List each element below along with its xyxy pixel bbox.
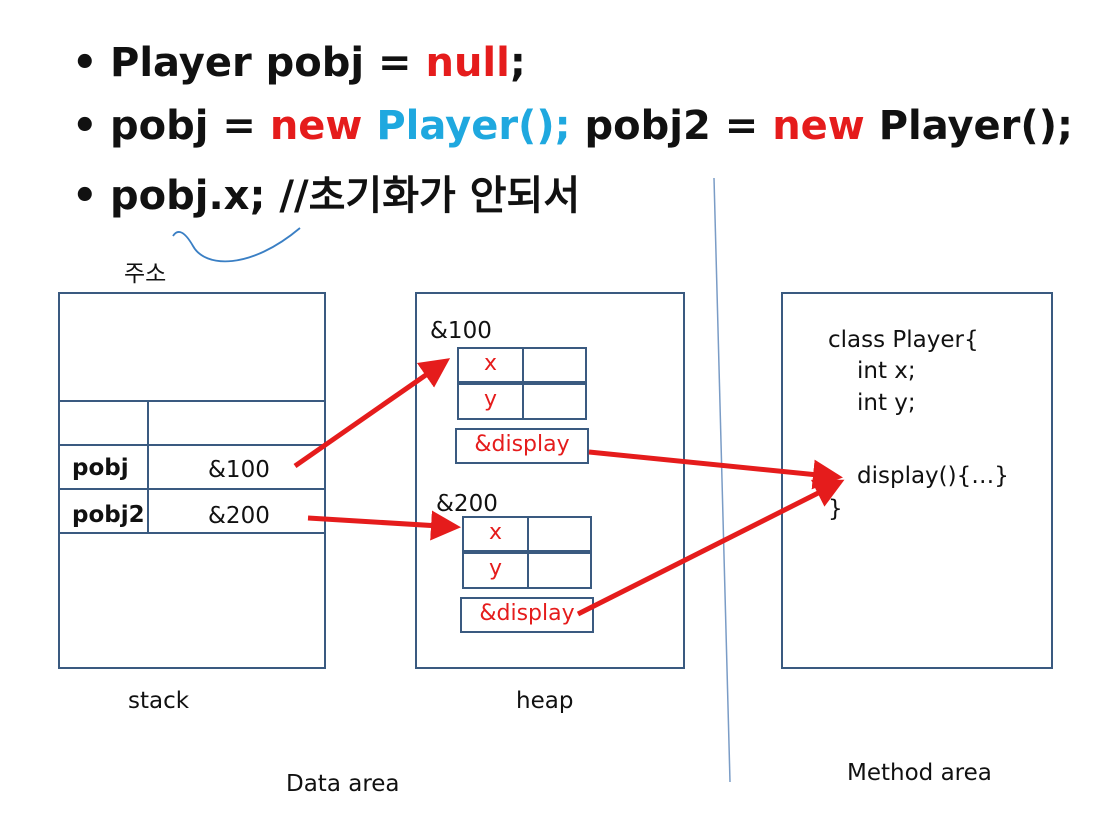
hand-drawn-curve — [172, 227, 301, 263]
method-area-label: Method area — [847, 760, 992, 786]
code-field-x: int x; — [857, 358, 916, 384]
method-area-box — [781, 292, 1053, 669]
stack-value-pobj2: &200 — [208, 503, 270, 529]
area-divider-line — [713, 177, 731, 783]
stack-label: stack — [128, 688, 190, 714]
arrow-pobj2-to-heap200 — [307, 510, 461, 541]
arrow-pobj-to-heap100 — [293, 358, 451, 469]
heap-field-y-2-value — [527, 552, 592, 589]
arrow-display2-to-method — [576, 479, 845, 617]
code-line-2: •pobj = new Player(); pobj2 = new Player… — [72, 103, 1073, 149]
heap-field-y-1-value — [522, 383, 587, 420]
address-label: 주소 — [124, 261, 167, 287]
code-line-3: •pobj.x; //초기화가 안되서 — [72, 173, 581, 219]
heap-field-x-1-value — [522, 347, 587, 383]
heap-method-ref-2: &display — [460, 597, 594, 633]
heap-address-100: &100 — [430, 318, 492, 344]
keyword-new: new — [772, 103, 865, 149]
bullet-dot: • — [72, 40, 98, 86]
keyword-new: new — [269, 103, 363, 149]
code-method-display: display(){…} — [857, 463, 1009, 489]
heap-label: heap — [516, 688, 574, 714]
stack-col-divider — [147, 400, 150, 534]
heap-method-ref-1: &display — [455, 428, 589, 464]
code-class-decl: class Player{ — [828, 327, 979, 353]
bullet-dot: • — [72, 103, 98, 149]
heap-field-x-2-value — [527, 516, 592, 552]
bullet-dot: • — [72, 173, 98, 219]
heap-box — [415, 292, 685, 669]
code-line-1: •Player pobj = null; — [72, 40, 526, 86]
stack-value-pobj: &100 — [208, 457, 270, 483]
stack-var-pobj: pobj — [72, 455, 129, 481]
constructor-call: Player(); — [376, 103, 571, 149]
arrow-display1-to-method — [588, 449, 843, 490]
stack-var-pobj2: pobj2 — [72, 502, 145, 528]
code-field-y: int y; — [857, 390, 916, 416]
data-area-label: Data area — [286, 771, 400, 797]
stack-row-pobj2 — [58, 488, 326, 534]
keyword-null: null — [425, 40, 510, 86]
